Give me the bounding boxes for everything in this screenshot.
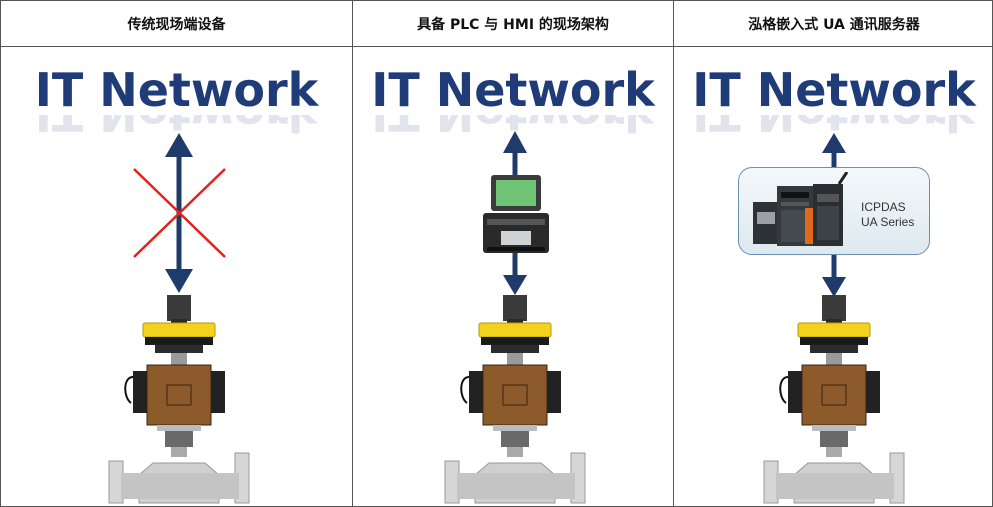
ua-server-device-icon <box>753 172 849 246</box>
valve-actuator-icon <box>763 295 905 504</box>
column-ua-server: 泓格嵌入式 UA 通讯服务器 IT Network IT Network <box>673 1 993 506</box>
it-network-label: IT Network <box>34 63 319 117</box>
cross-mark-icon <box>133 168 226 258</box>
lower-arrow <box>503 253 527 295</box>
ua-series-text: UA Series <box>861 215 915 229</box>
it-network-label: IT Network <box>692 63 976 117</box>
column-header: 泓格嵌入式 UA 通讯服务器 <box>674 1 993 47</box>
column-header: 具备 PLC 与 HMI 的现场架构 <box>353 1 673 47</box>
column-body: IT Network IT Network <box>674 47 993 506</box>
column-body: IT Network IT Network <box>1 47 352 506</box>
upper-arrow <box>822 133 846 169</box>
hmi-panel-icon <box>491 175 541 211</box>
valve-actuator-icon <box>444 295 586 504</box>
diagram-ua-server <box>763 133 905 504</box>
ua-brand-text: ICPDAS <box>861 200 906 214</box>
lower-arrow <box>822 255 846 297</box>
column-traditional: 传统现场端设备 IT Network IT Network <box>1 1 352 506</box>
column-plc-hmi: 具备 PLC 与 HMI 的现场架构 IT Network IT Network <box>352 1 673 506</box>
column-header: 传统现场端设备 <box>1 1 352 47</box>
ua-server-box: ICPDAS UA Series <box>738 167 930 255</box>
upper-arrow <box>503 131 527 175</box>
diagram-plc-hmi <box>444 131 586 504</box>
valve-actuator-icon <box>108 295 250 504</box>
it-network-label: IT Network <box>371 63 655 117</box>
column-body: IT Network IT Network <box>353 47 673 506</box>
ua-server-label: ICPDAS UA Series <box>861 200 914 230</box>
diagram-traditional <box>108 133 250 504</box>
plc-module-icon <box>483 213 549 253</box>
